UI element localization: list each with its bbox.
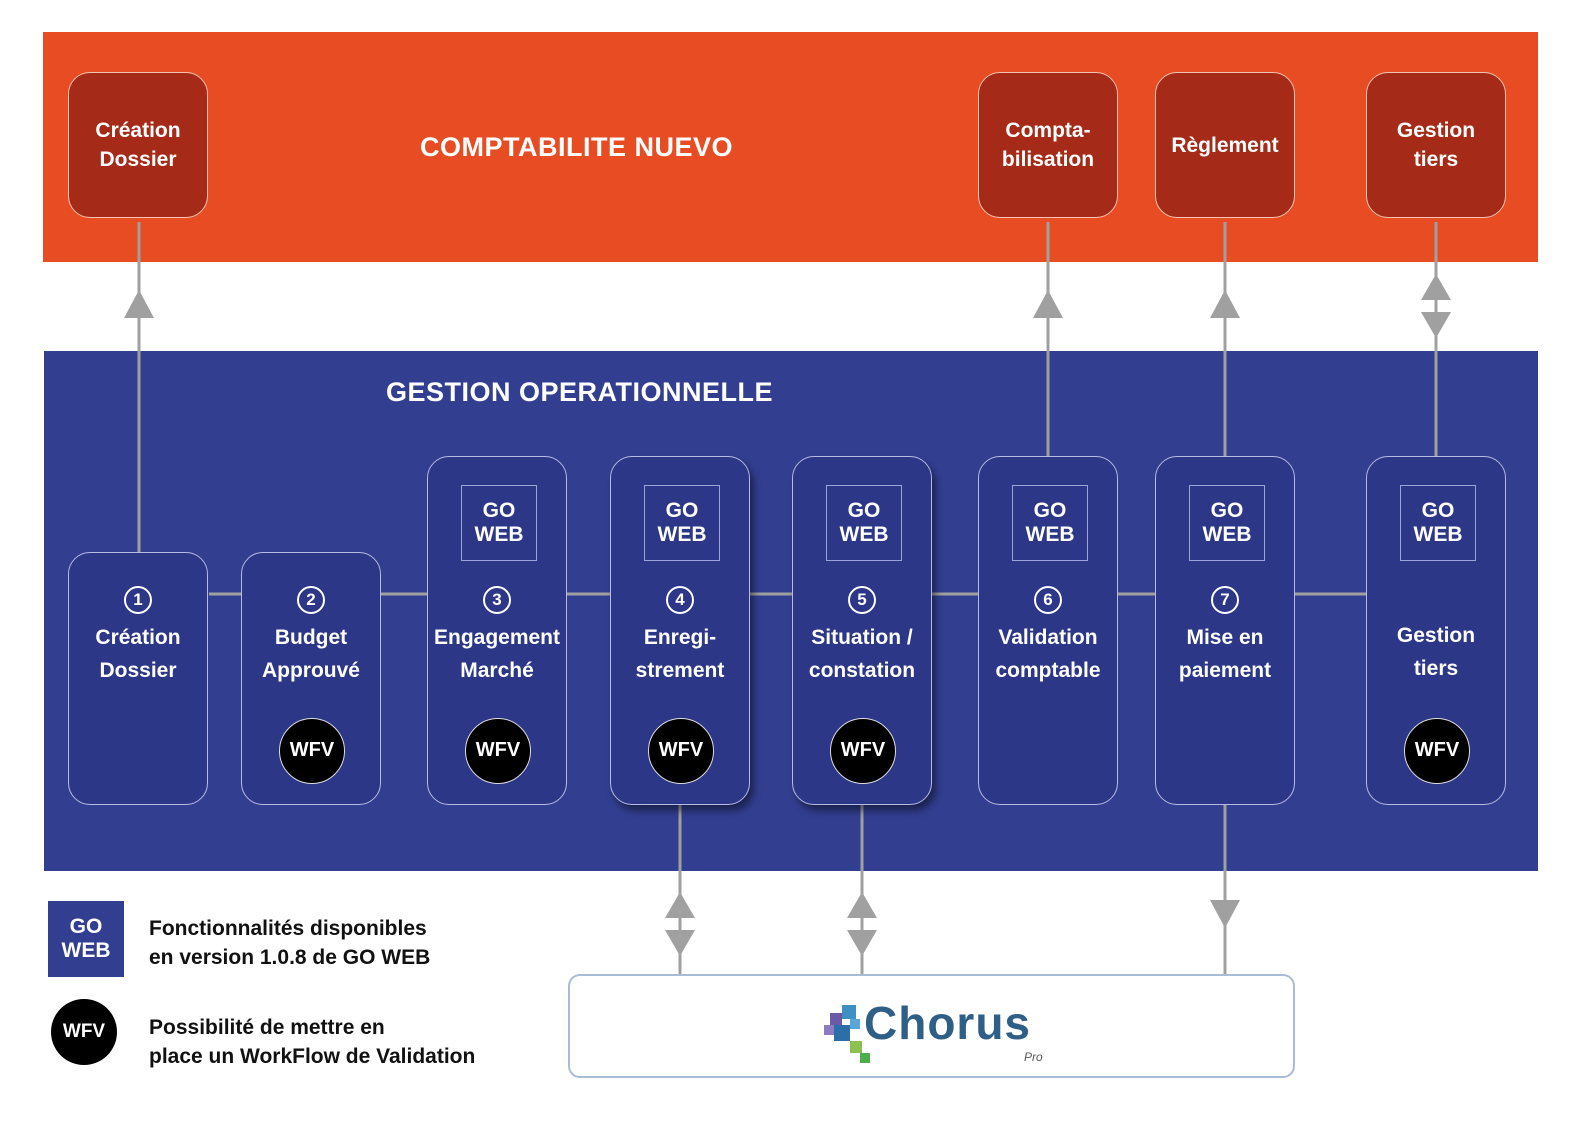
nuevo-box-gestion-tiers: Gestion tiers	[1366, 72, 1506, 218]
step-number: 2	[297, 586, 325, 614]
wfv-badge: WFV	[830, 718, 896, 784]
arrow-up-6	[1033, 290, 1063, 318]
goweb-line1: GO	[1421, 499, 1455, 522]
legend-goweb-line1: Fonctionnalités disponibles	[149, 917, 427, 940]
step-label-line1: Enregi-	[643, 626, 717, 649]
step-label-line1: Création	[95, 626, 181, 649]
step-label-line1: Situation /	[811, 626, 913, 649]
gestion-title: GESTION OPERATIONNELLE	[386, 377, 774, 407]
step-label-line1: Engagement	[433, 626, 561, 649]
goweb-line2: WEB	[474, 523, 524, 546]
step-number: 7	[1211, 586, 1239, 614]
legend-goweb-line2: en version 1.0.8 de GO WEB	[149, 946, 431, 969]
wfv-badge: WFV	[1404, 718, 1470, 784]
chorus-logo-icon	[824, 1005, 870, 1063]
step-label-line2: paiement	[1178, 659, 1272, 682]
goweb-line2: WEB	[1413, 523, 1463, 546]
step-label-line1: Gestion	[1396, 624, 1476, 647]
nuevo-box-line1: Compta-	[1005, 119, 1091, 142]
step-label-line2: Marché	[460, 659, 534, 682]
step-label-line2: Approuvé	[261, 659, 360, 682]
step-number: 1	[124, 586, 152, 614]
legend-wfv-line2: place un WorkFlow de Validation	[149, 1045, 476, 1068]
step-label-line1: Validation	[998, 626, 1098, 649]
goweb-line1: GO	[665, 499, 699, 522]
nuevo-box-line2: bilisation	[1001, 148, 1095, 171]
legend-goweb-text: Fonctionnalités disponibles en version 1…	[149, 914, 430, 972]
goweb-line2: WEB	[657, 523, 707, 546]
chorus-pro-box	[568, 974, 1295, 1078]
goweb-line2: WEB	[1025, 523, 1075, 546]
arrow-up-1	[124, 290, 154, 318]
nuevo-box-reglement: Règlement	[1155, 72, 1295, 218]
goweb-line1: GO	[482, 499, 516, 522]
step-number: 3	[483, 586, 511, 614]
step-label-line1: Mise en	[1186, 626, 1264, 649]
goweb-line2: WEB	[839, 523, 889, 546]
goweb-line2: WEB	[1202, 523, 1252, 546]
step-label-line2: strement	[635, 659, 725, 682]
wfv-badge: WFV	[465, 718, 531, 784]
nuevo-box-line1: Création	[95, 119, 181, 142]
step-label-line2: tiers	[1413, 657, 1459, 680]
legend-wfv-icon: WFV	[51, 999, 117, 1065]
step-number: 4	[666, 586, 694, 614]
chorus-suffix: Pro	[1024, 1050, 1043, 1064]
goweb-line1: GO	[1033, 499, 1067, 522]
arrow-down-5	[847, 930, 877, 956]
chorus-name: Chorus	[864, 997, 1031, 1049]
step-label-line2: comptable	[995, 659, 1101, 682]
step-number: 5	[848, 586, 876, 614]
nuevo-box-line2: tiers	[1413, 148, 1459, 171]
arrow-down-4	[665, 930, 695, 956]
step-label-line2: constation	[808, 659, 916, 682]
goweb-line2: WEB	[61, 939, 111, 962]
wfv-badge: WFV	[648, 718, 714, 784]
arrow-up-7	[1210, 290, 1240, 318]
goweb-line1: GO	[847, 499, 881, 522]
arrow-down-7	[1210, 900, 1240, 928]
legend-wfv-text: Possibilité de mettre en place un WorkFl…	[149, 1013, 475, 1071]
step-number: 6	[1034, 586, 1062, 614]
arrow-down-tiers	[1421, 312, 1451, 338]
step-label-line2: Dossier	[99, 659, 177, 682]
nuevo-title: COMPTABILITE NUEVO	[420, 132, 734, 162]
wfv-badge: WFV	[279, 718, 345, 784]
arrow-up-tiers	[1421, 274, 1451, 300]
step-label-line1: Budget	[274, 626, 348, 649]
arrow-up-4	[665, 892, 695, 918]
nuevo-box-line2: Dossier	[99, 148, 177, 171]
nuevo-box-creation-dossier: Création Dossier	[68, 72, 208, 218]
nuevo-box-line1: Gestion	[1396, 119, 1476, 142]
goweb-line1: GO	[1210, 499, 1244, 522]
legend-wfv-line1: Possibilité de mettre en	[149, 1016, 385, 1039]
nuevo-box-line1: Règlement	[1171, 133, 1279, 157]
goweb-line1: GO	[69, 915, 103, 938]
nuevo-box-comptabilisation: Compta- bilisation	[978, 72, 1118, 218]
arrow-up-5	[847, 892, 877, 918]
